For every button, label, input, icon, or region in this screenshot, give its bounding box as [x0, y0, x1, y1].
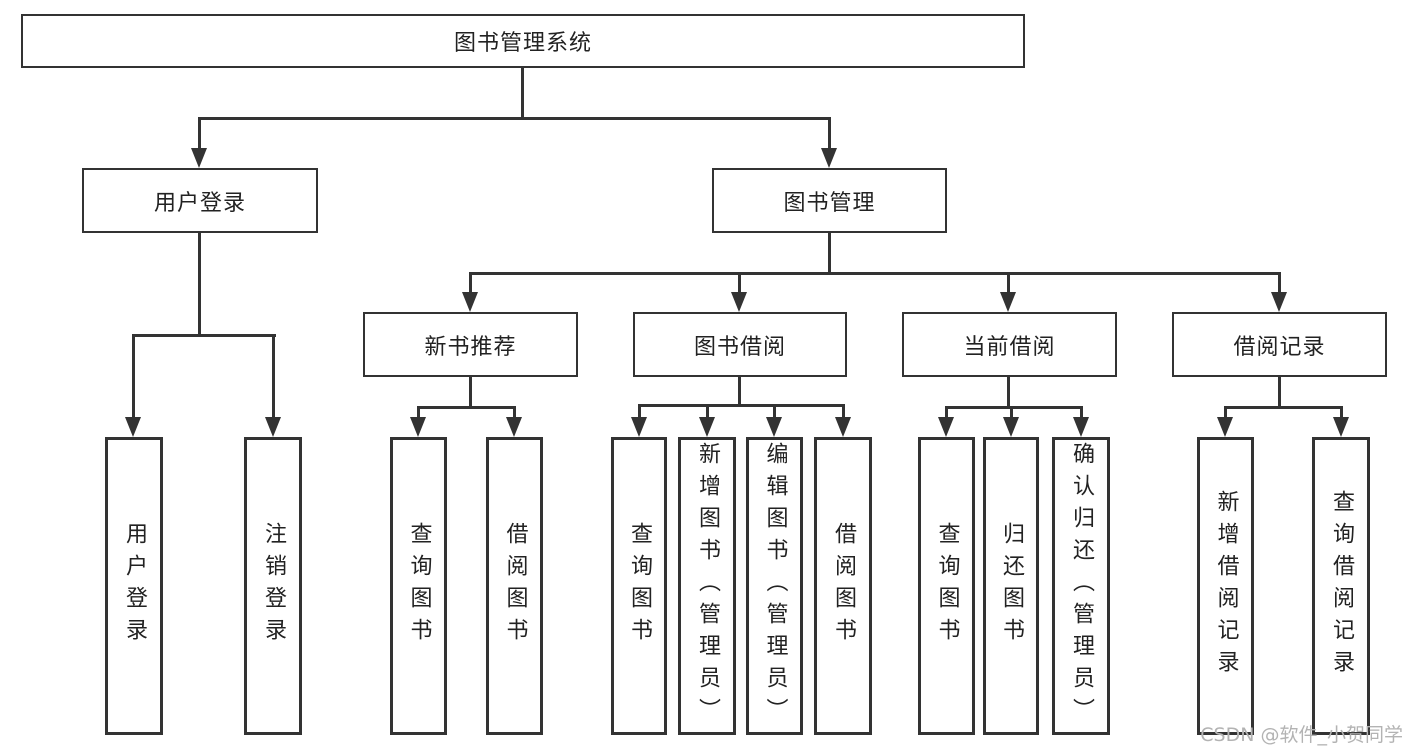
leaf-bb-query-books-label: 查询图书 [627, 522, 652, 650]
node-new-book-recommend-label: 新书推荐 [424, 334, 517, 360]
connector-drop-book-borrow [738, 272, 741, 297]
arrow-down-icon [191, 148, 207, 168]
connector-userlogin-rail [132, 334, 276, 337]
arrow-down-icon [731, 292, 747, 312]
leaf-rec-borrow-books: 借阅图书 [486, 437, 543, 735]
arrow-down-icon [1073, 417, 1089, 437]
node-current-borrow: 当前借阅 [902, 312, 1117, 377]
connector-newbookrec-rail [417, 406, 516, 409]
connector-drop-leaf-user-login [132, 334, 135, 420]
arrow-down-icon [1333, 417, 1349, 437]
leaf-bb-query-books: 查询图书 [611, 437, 667, 735]
leaf-cb-return-books-label: 归还图书 [999, 522, 1024, 650]
connector-drop-cb-query [945, 406, 948, 420]
arrow-down-icon [1003, 417, 1019, 437]
node-book-borrow-label: 图书借阅 [693, 334, 786, 360]
leaf-rec-query-books: 查询图书 [390, 437, 447, 735]
arrow-down-icon [125, 417, 141, 437]
leaf-cb-query-books: 查询图书 [918, 437, 975, 735]
connector-bookmgmt-rail [469, 272, 1281, 275]
leaf-bb-borrow-books-label: 借阅图书 [831, 522, 856, 650]
connector-currentborrow-rail [945, 406, 1083, 409]
connector-root-rail [198, 117, 831, 120]
connector-userlogin-stem [198, 233, 201, 337]
arrow-down-icon [410, 417, 426, 437]
node-user-login-label: 用户登录 [153, 190, 246, 216]
leaf-logout-label: 注销登录 [261, 522, 286, 650]
node-book-management: 图书管理 [712, 168, 947, 233]
leaf-br-query-record-label: 查询借阅记录 [1329, 490, 1354, 682]
arrow-down-icon [938, 417, 954, 437]
connector-drop-bb-add [706, 404, 709, 420]
connector-root-stem [521, 68, 524, 119]
leaf-bb-edit-books-admin-label: 编辑图书（管理员） [762, 442, 788, 730]
leaf-bb-borrow-books: 借阅图书 [814, 437, 872, 735]
arrow-down-icon [766, 417, 782, 437]
node-root: 图书管理系统 [21, 14, 1025, 68]
connector-drop-current-borrow [1007, 272, 1010, 297]
connector-drop-user-login [198, 117, 201, 153]
leaf-rec-borrow-books-label: 借阅图书 [502, 522, 528, 650]
connector-borrowrecords-stem [1278, 377, 1281, 409]
arrow-down-icon [835, 417, 851, 437]
node-root-label: 图书管理系统 [453, 31, 592, 56]
connector-drop-leaf-logout [272, 334, 275, 420]
leaf-cb-query-books-label: 查询图书 [934, 522, 960, 650]
connector-drop-rec-query [417, 406, 420, 420]
arrow-down-icon [1217, 417, 1233, 437]
connector-drop-br-query [1340, 406, 1343, 420]
leaf-rec-query-books-label: 查询图书 [406, 522, 432, 650]
connector-drop-new-book-rec [469, 272, 472, 297]
connector-drop-bb-borrow [842, 404, 845, 420]
connector-drop-borrow-records [1278, 272, 1281, 297]
arrow-down-icon [462, 292, 478, 312]
arrow-down-icon [506, 417, 522, 437]
connector-drop-cb-confirm [1080, 406, 1083, 420]
connector-drop-rec-borrow [513, 406, 516, 420]
arrow-down-icon [699, 417, 715, 437]
leaf-user-login-label: 用户登录 [122, 522, 147, 650]
leaf-cb-confirm-return-admin: 确认归还（管理员） [1052, 437, 1110, 735]
connector-borrowrecords-rail [1224, 406, 1343, 409]
connector-drop-bb-query [638, 404, 641, 420]
connector-bookborrow-rail [638, 404, 845, 407]
connector-drop-cb-return [1010, 406, 1013, 420]
leaf-bb-edit-books-admin: 编辑图书（管理员） [746, 437, 803, 735]
leaf-user-login: 用户登录 [105, 437, 163, 735]
arrow-down-icon [1271, 292, 1287, 312]
leaf-bb-add-books-admin: 新增图书（管理员） [678, 437, 736, 735]
leaf-cb-confirm-return-admin-label: 确认归还（管理员） [1069, 442, 1094, 730]
leaf-br-add-record: 新增借阅记录 [1197, 437, 1254, 735]
node-borrow-records: 借阅记录 [1172, 312, 1387, 377]
node-user-login: 用户登录 [82, 168, 318, 233]
leaf-bb-add-books-admin-label: 新增图书（管理员） [695, 442, 720, 730]
connector-bookborrow-stem [738, 377, 741, 407]
leaf-cb-return-books: 归还图书 [983, 437, 1039, 735]
node-borrow-records-label: 借阅记录 [1233, 334, 1326, 360]
connector-bookmgmt-stem [828, 233, 831, 275]
node-new-book-recommend: 新书推荐 [363, 312, 578, 377]
connector-drop-br-add [1224, 406, 1227, 420]
connector-newbookrec-stem [469, 377, 472, 409]
arrow-down-icon [1000, 292, 1016, 312]
connector-drop-bb-edit [773, 404, 776, 420]
arrow-down-icon [821, 148, 837, 168]
leaf-br-query-record: 查询借阅记录 [1312, 437, 1370, 735]
arrow-down-icon [631, 417, 647, 437]
leaf-br-add-record-label: 新增借阅记录 [1213, 490, 1239, 682]
leaf-logout: 注销登录 [244, 437, 302, 735]
node-current-borrow-label: 当前借阅 [963, 334, 1056, 360]
watermark: CSDN @软件_小贺同学 [1200, 724, 1403, 746]
arrow-down-icon [265, 417, 281, 437]
connector-drop-book-mgmt [828, 117, 831, 153]
node-book-borrow: 图书借阅 [633, 312, 847, 377]
connector-currentborrow-stem [1007, 377, 1010, 409]
node-book-management-label: 图书管理 [783, 190, 876, 216]
